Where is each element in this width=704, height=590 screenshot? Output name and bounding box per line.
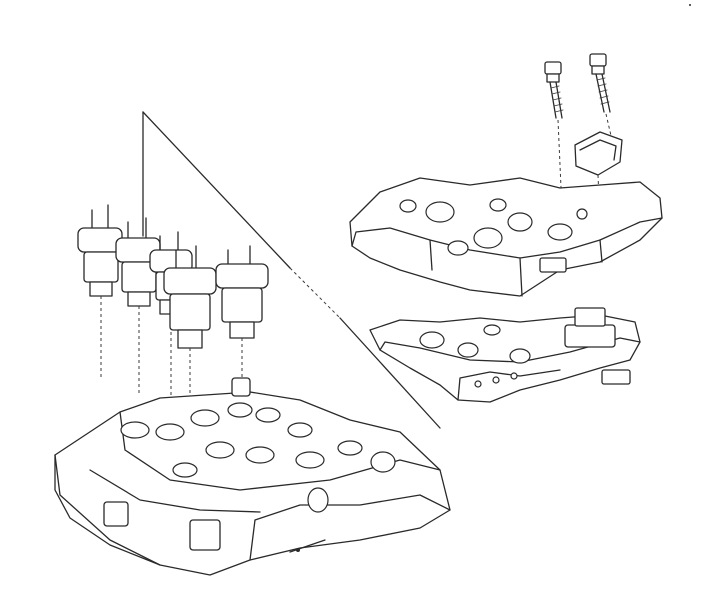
solenoid-2 bbox=[115, 217, 161, 395]
lower-plate bbox=[369, 307, 641, 403]
corner-mark bbox=[689, 4, 691, 6]
upper-plate bbox=[349, 177, 663, 297]
solenoid-5 bbox=[215, 245, 269, 390]
bolt-left bbox=[544, 61, 564, 211]
solenoid-4 bbox=[163, 245, 217, 420]
retainer-clip bbox=[574, 131, 623, 223]
detail-callout-lines bbox=[142, 111, 441, 429]
valve-body bbox=[54, 377, 451, 576]
solenoid-1 bbox=[77, 204, 123, 380]
bolt-right bbox=[589, 53, 613, 141]
